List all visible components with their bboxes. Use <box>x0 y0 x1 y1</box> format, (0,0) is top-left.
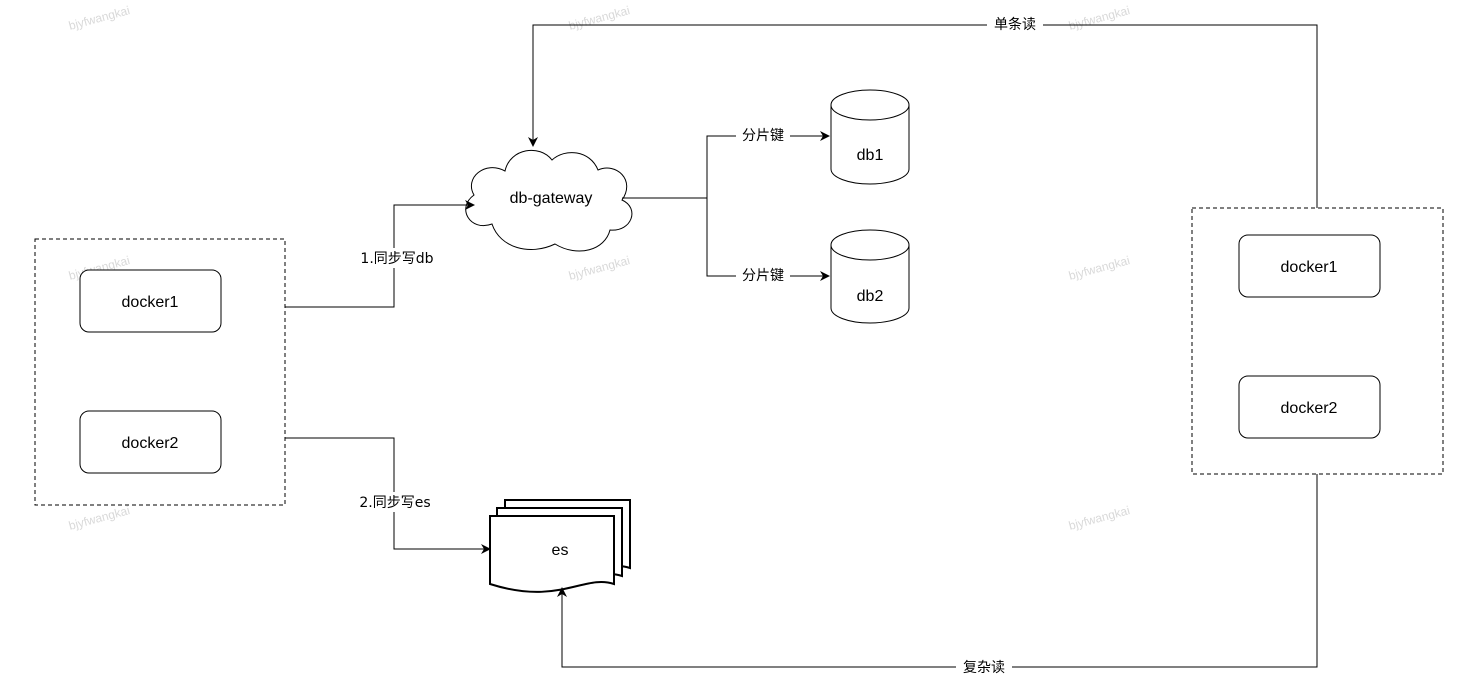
watermark-text: bjyfwangkai <box>67 3 131 33</box>
left-docker2-label: docker2 <box>122 435 179 452</box>
db1-node[interactable]: db1 <box>830 89 910 185</box>
watermark-text: bjyfwangkai <box>1067 253 1131 283</box>
db2-node[interactable]: db2 <box>830 229 910 324</box>
shard-db1-connector[interactable] <box>622 131 830 199</box>
watermark-layer: bjyfwangkai bjyfwangkai bjyfwangkai bjyfwan… <box>67 3 1131 533</box>
write-es-label: 2.同步写es <box>359 495 430 511</box>
right-docker1-node[interactable]: docker1 <box>1238 234 1381 298</box>
watermark-text: bjyfwangkai <box>1067 503 1131 533</box>
left-docker1-node[interactable]: docker1 <box>79 269 222 333</box>
shard-db2-connector[interactable] <box>706 198 830 281</box>
write-db-label: 1.同步写db <box>360 251 433 267</box>
watermark-text: bjyfwangkai <box>567 3 631 33</box>
db-gateway-label: db-gateway <box>510 190 593 207</box>
left-docker2-node[interactable]: docker2 <box>79 410 222 474</box>
left-service-group <box>34 238 286 506</box>
es-label: es <box>552 542 569 559</box>
right-docker2-label: docker2 <box>1281 400 1338 417</box>
es-node[interactable]: es <box>489 499 631 593</box>
db2-label: db2 <box>857 288 884 305</box>
db1-label: db1 <box>857 147 884 164</box>
right-docker1-label: docker1 <box>1281 259 1338 276</box>
shard-key-label-2: 分片键 <box>742 268 784 284</box>
single-read-label: 单条读 <box>994 16 1036 33</box>
watermark-text: bjyfwangkai <box>567 253 631 283</box>
right-docker2-node[interactable]: docker2 <box>1238 375 1381 439</box>
complex-read-label: 复杂读 <box>963 659 1005 676</box>
watermark-text: bjyfwangkai <box>1067 3 1131 33</box>
single-read-connector[interactable] <box>528 24 1318 208</box>
watermark-text: bjyfwangkai <box>67 503 131 533</box>
complex-read-connector[interactable] <box>557 474 1318 668</box>
db-gateway-node[interactable]: db-gateway <box>465 149 633 252</box>
left-docker1-label: docker1 <box>122 294 179 311</box>
shard-key-label-1: 分片键 <box>742 128 784 144</box>
